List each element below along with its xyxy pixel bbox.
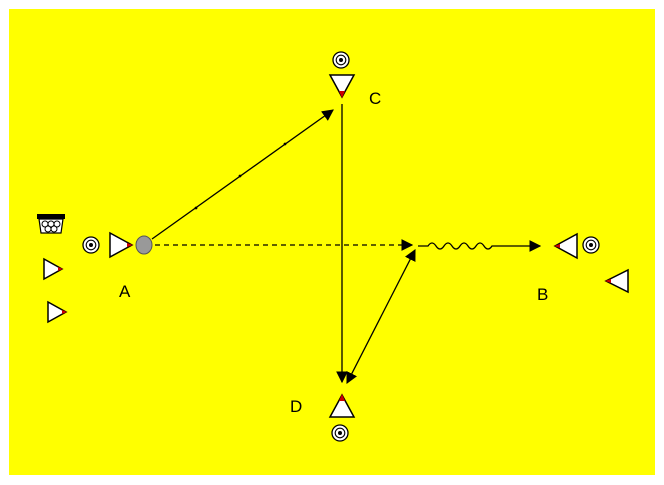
ball-icon bbox=[582, 236, 600, 254]
player-cone-icon bbox=[553, 232, 578, 260]
player-cone-icon bbox=[47, 300, 68, 324]
player-cone-icon bbox=[328, 74, 356, 99]
label-c: C bbox=[369, 89, 381, 108]
ball-marker-icon bbox=[135, 235, 153, 255]
player-cone-icon bbox=[43, 257, 64, 281]
player-cone-icon bbox=[109, 231, 134, 259]
run-line-d-to-centre bbox=[346, 248, 416, 385]
player-cone-icon bbox=[604, 268, 629, 294]
label-a: A bbox=[119, 282, 131, 301]
label-d: D bbox=[290, 397, 302, 416]
ball-basket-icon bbox=[37, 214, 65, 234]
pass-dot bbox=[283, 142, 287, 146]
ball-icon bbox=[331, 424, 349, 442]
player-cone-icon bbox=[328, 393, 356, 418]
dribble-line-to-b bbox=[418, 240, 542, 252]
pass-dot bbox=[194, 206, 198, 210]
label-b: B bbox=[537, 285, 548, 304]
ball-icon bbox=[332, 51, 350, 69]
pass-line-a-to-c bbox=[151, 109, 334, 240]
ball-icon bbox=[82, 236, 100, 254]
pass-dot bbox=[238, 174, 242, 178]
